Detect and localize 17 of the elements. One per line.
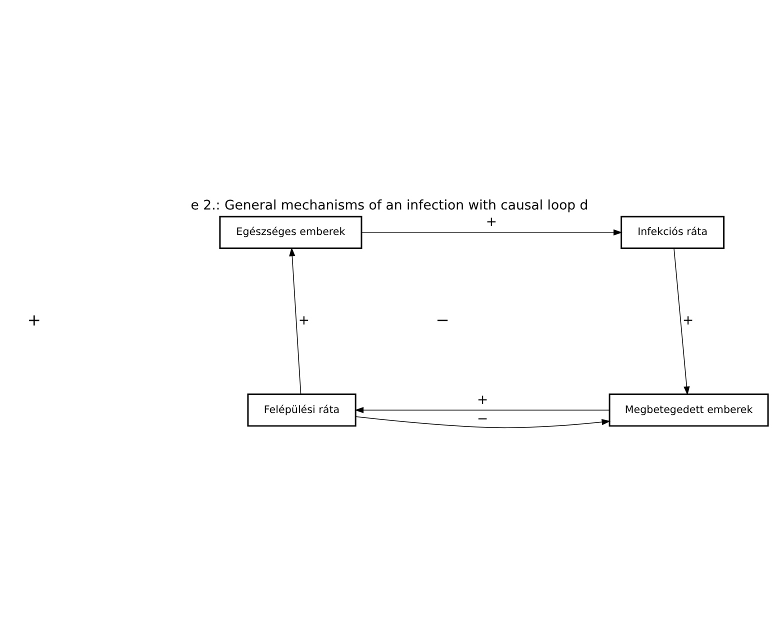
node-box: Infekciós ráta	[620, 216, 725, 250]
edge-label: −	[477, 412, 488, 427]
label: −	[436, 310, 450, 330]
node-box: Egészséges emberek	[219, 216, 362, 250]
node-box: Megbetegedett emberek	[608, 394, 769, 427]
arrow	[674, 248, 690, 396]
node-box: Felépülési ráta	[247, 394, 356, 427]
arrow	[355, 416, 611, 428]
edge-label: +	[298, 314, 310, 329]
edge-label: +	[477, 392, 488, 408]
edge-label: +	[486, 215, 497, 230]
arrow	[361, 229, 622, 236]
diagram-title: e 2.: General mechanisms of an infection with causal loop d	[190, 198, 588, 214]
label: +	[27, 310, 41, 330]
arrow	[354, 407, 610, 414]
edge-label: +	[682, 314, 694, 329]
arrow	[289, 247, 302, 395]
